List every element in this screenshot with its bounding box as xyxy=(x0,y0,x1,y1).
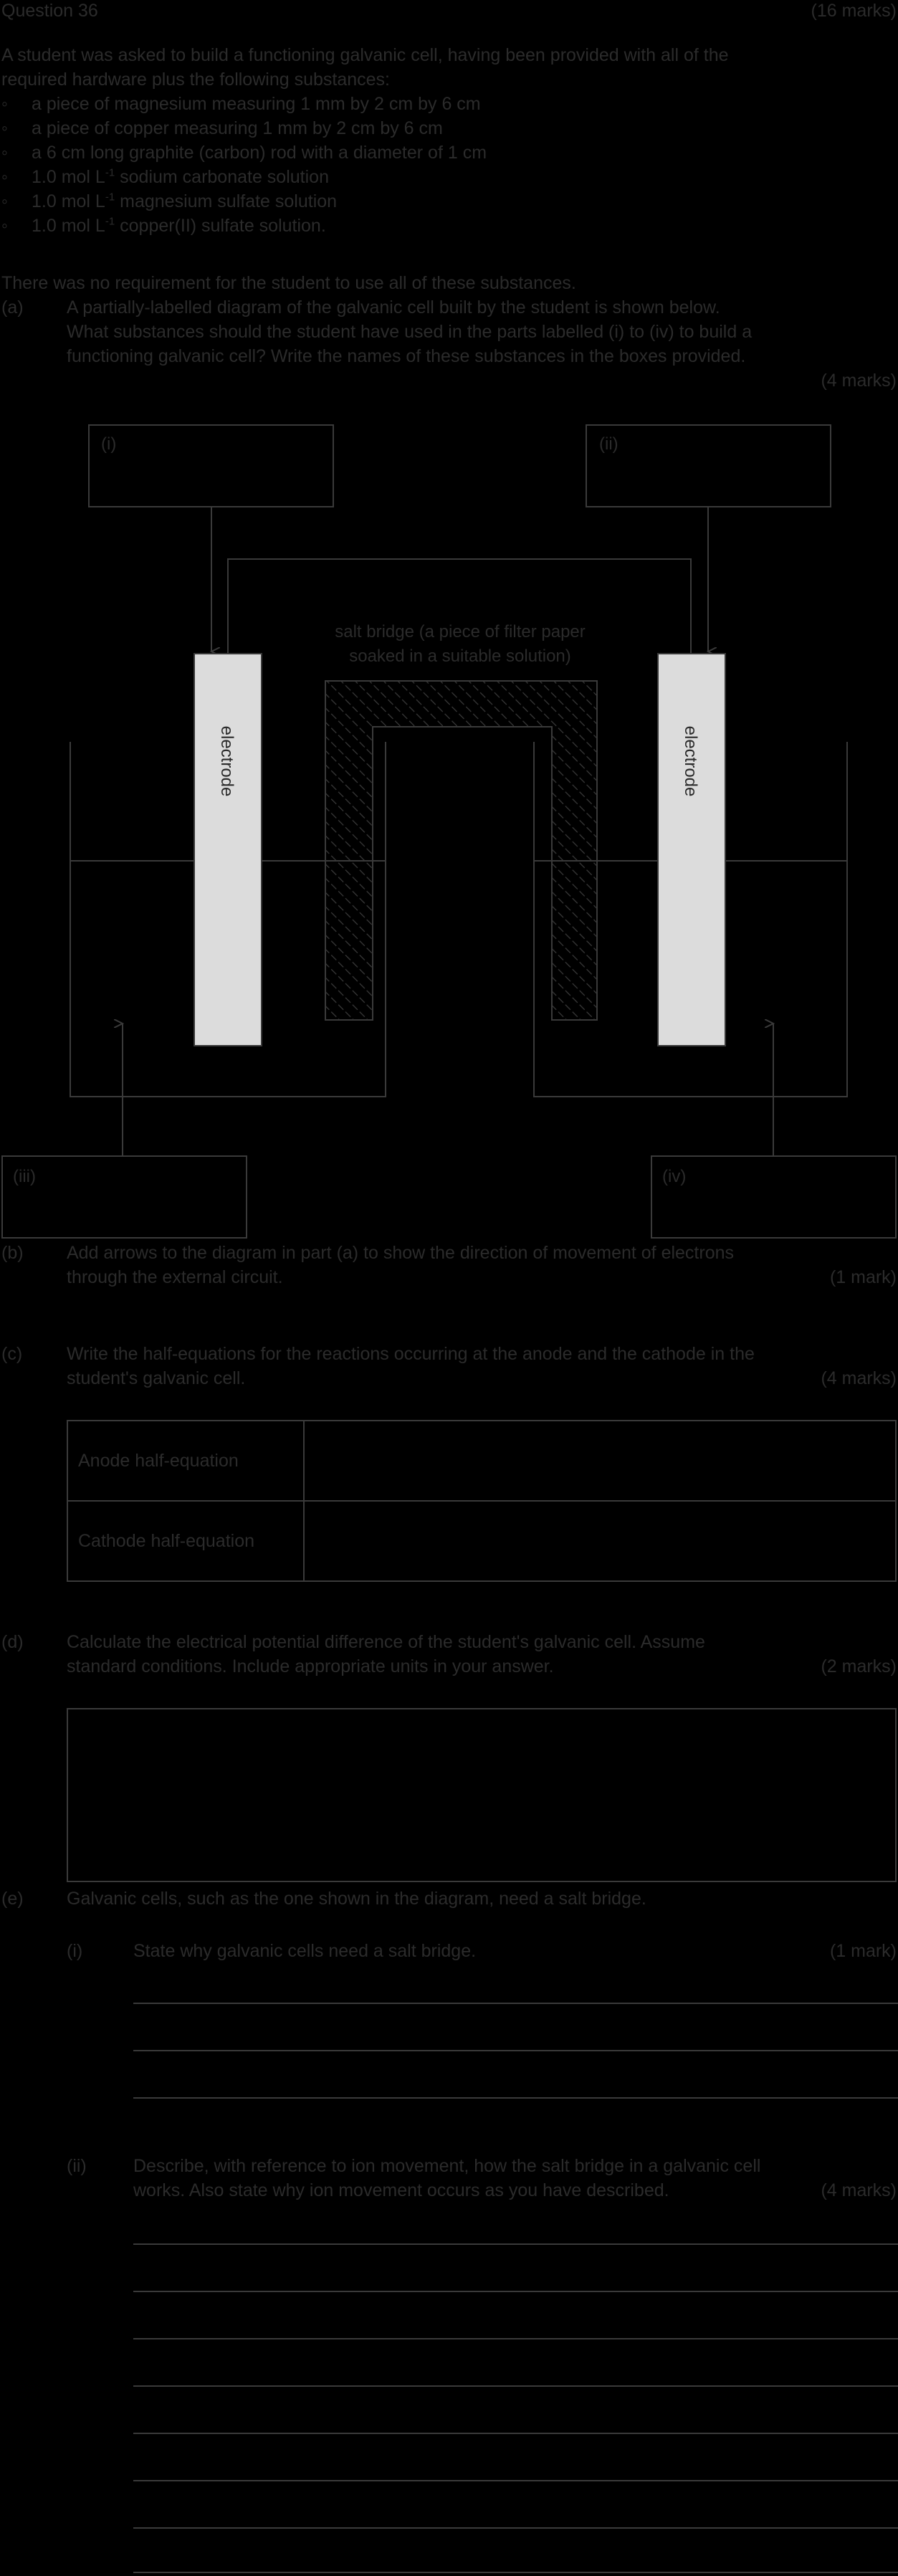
label-iv: (iv) xyxy=(662,1167,686,1186)
bullet-icon: ◦ xyxy=(1,94,8,114)
answer-box-iii[interactable] xyxy=(1,1155,247,1239)
answer-line[interactable] xyxy=(133,2243,898,2245)
bullet-icon: ◦ xyxy=(1,143,8,163)
answer-line[interactable] xyxy=(133,2003,898,2004)
part-e-i-text: State why galvanic cells need a salt bri… xyxy=(133,1941,477,1961)
part-b-label: (b) xyxy=(1,1243,24,1263)
cathode-answer-cell[interactable] xyxy=(303,1500,897,1582)
anode-answer-cell[interactable] xyxy=(303,1420,897,1502)
part-c-line-1: Write the half-equations for the reactio… xyxy=(67,1344,755,1364)
substance-item: 1.0 mol L-1 sodium carbonate solution xyxy=(32,166,329,187)
answer-line[interactable] xyxy=(133,2480,898,2481)
bullet-icon: ◦ xyxy=(1,167,8,187)
intro-line-2: required hardware plus the following sub… xyxy=(1,70,390,90)
answer-line[interactable] xyxy=(133,2572,898,2573)
part-b-line-2: through the external circuit. xyxy=(67,1267,283,1287)
part-a-line-3: functioning galvanic cell? Write the nam… xyxy=(67,346,746,366)
part-d-marks: (2 marks) xyxy=(821,1656,897,1676)
salt-bridge-label-line-1: salt bridge (a piece of filter paper xyxy=(335,622,586,641)
part-e-ii-marks: (4 marks) xyxy=(821,2180,897,2200)
bullet-icon: ◦ xyxy=(1,191,8,211)
total-marks: (16 marks) xyxy=(811,1,897,21)
part-a-label: (a) xyxy=(1,297,24,318)
part-e-line-1: Galvanic cells, such as the one shown in… xyxy=(67,1889,646,1909)
part-d-line-2: standard conditions. Include appropriate… xyxy=(67,1656,554,1676)
half-equation-table: Anode half-equation Cathode half-equatio… xyxy=(67,1420,897,1582)
label-ii: (ii) xyxy=(599,434,618,454)
answer-line[interactable] xyxy=(133,2050,898,2051)
substance-item: a piece of magnesium measuring 1 mm by 2… xyxy=(32,94,481,114)
answer-box-ii[interactable] xyxy=(586,424,831,507)
galvanic-cell-diagram: (i) (ii) salt bridge (a piece of filter … xyxy=(1,424,897,1239)
substance-item: a piece of copper measuring 1 mm by 2 cm… xyxy=(32,118,443,138)
electrode-right xyxy=(657,653,726,1046)
part-c-line-2: student's galvanic cell. xyxy=(67,1368,246,1388)
electrode-right-label: electrode xyxy=(681,726,700,797)
cathode-label: Cathode half-equation xyxy=(67,1500,305,1582)
part-e-ii-label: (ii) xyxy=(67,2156,87,2176)
answer-box-iv[interactable] xyxy=(651,1155,897,1239)
answer-line[interactable] xyxy=(133,2338,898,2339)
part-b-line-1: Add arrows to the diagram in part (a) to… xyxy=(67,1243,735,1263)
part-e-i-label: (i) xyxy=(67,1941,83,1961)
part-e-label: (e) xyxy=(1,1889,24,1909)
part-e-i-marks: (1 mark) xyxy=(829,1941,897,1961)
part-c-marks: (4 marks) xyxy=(821,1368,897,1388)
beaker-left xyxy=(70,742,386,1097)
intro-line-1: A student was asked to build a functioni… xyxy=(1,45,729,65)
intro-note: There was no requirement for the student… xyxy=(1,273,576,293)
answer-box-i[interactable] xyxy=(88,424,334,507)
part-d-answer-box[interactable] xyxy=(67,1708,897,1882)
part-e-ii-line-1: Describe, with reference to ion movement… xyxy=(133,2156,761,2176)
substance-item: a 6 cm long graphite (carbon) rod with a… xyxy=(32,143,487,163)
question-title: Question 36 xyxy=(1,1,98,21)
part-b-marks: (1 mark) xyxy=(829,1267,897,1287)
part-a-line-1: A partially-labelled diagram of the galv… xyxy=(67,297,720,318)
bullet-icon: ◦ xyxy=(1,216,8,236)
label-i: (i) xyxy=(101,434,116,454)
substance-item: 1.0 mol L-1 magnesium sulfate solution xyxy=(32,191,338,211)
bullet-icon: ◦ xyxy=(1,118,8,138)
answer-line[interactable] xyxy=(133,2527,898,2529)
table-row: Anode half-equation xyxy=(67,1420,897,1502)
part-d-label: (d) xyxy=(1,1632,24,1652)
substance-item: 1.0 mol L-1 copper(II) sulfate solution. xyxy=(32,215,326,236)
electrode-left-label: electrode xyxy=(217,726,237,797)
label-iii: (iii) xyxy=(13,1167,36,1186)
answer-line[interactable] xyxy=(133,2385,898,2387)
answer-line[interactable] xyxy=(133,2097,898,2099)
part-e-ii-line-2: works. Also state why ion movement occur… xyxy=(133,2180,669,2200)
part-a-line-2: What substances should the student have … xyxy=(67,322,753,342)
electrode-left xyxy=(194,653,262,1046)
beaker-right xyxy=(533,742,848,1097)
external-wire xyxy=(227,558,692,654)
salt-bridge xyxy=(325,680,598,1021)
anode-label: Anode half-equation xyxy=(67,1420,305,1502)
answer-line[interactable] xyxy=(133,2291,898,2292)
table-row: Cathode half-equation xyxy=(67,1500,897,1582)
part-a-marks: (4 marks) xyxy=(821,371,897,391)
part-c-label: (c) xyxy=(1,1344,23,1364)
salt-bridge-label-line-2: soaked in a suitable solution) xyxy=(349,647,571,666)
part-d-line-1: Calculate the electrical potential diffe… xyxy=(67,1632,705,1652)
answer-line[interactable] xyxy=(133,2433,898,2434)
